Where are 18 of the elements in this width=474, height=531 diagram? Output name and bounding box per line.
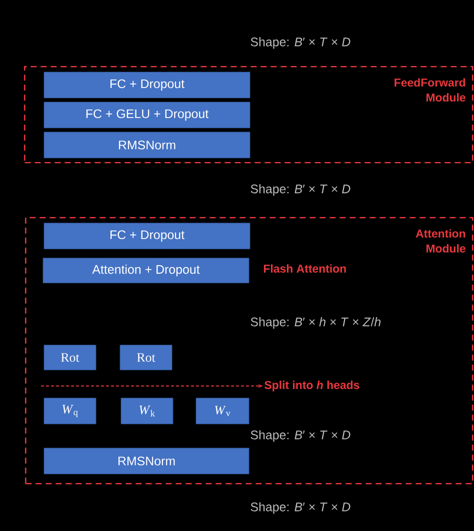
layer-box: Attention + Dropout xyxy=(42,258,250,284)
weight-box: Rot xyxy=(44,344,96,370)
layer-box: RMSNorm xyxy=(44,448,250,474)
shape-label: Shape: B′ × T × D xyxy=(250,184,350,196)
weight-box: W$_{k}$ xyxy=(120,398,174,424)
layer-box: RMSNorm xyxy=(44,132,250,158)
weight-box: W$_{q}$ xyxy=(44,398,96,424)
layer-box: FC + GELU + Dropout xyxy=(44,102,250,128)
layer-box: FC + Dropout xyxy=(44,72,250,98)
shape-label: Shape: B′ × h × T × Z/h xyxy=(250,317,381,329)
layer-box: FC + Dropout xyxy=(44,222,250,250)
note-text: Split into h heads xyxy=(264,380,360,392)
note-text: Flash Attention xyxy=(264,264,346,273)
shape-label: Shape: B′ × T × D xyxy=(250,502,350,514)
shape-label: Shape: B′ × T × D xyxy=(250,37,350,49)
shape-label: Shape: B′ × T × D xyxy=(250,430,350,442)
weight-box: W$_{v}$ xyxy=(196,398,250,424)
weight-box: Rot xyxy=(120,344,172,370)
